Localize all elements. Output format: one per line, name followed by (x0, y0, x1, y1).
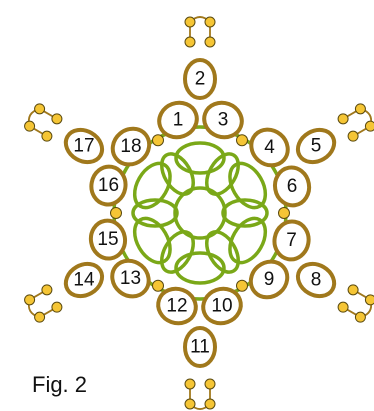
picot-bead (364, 120, 374, 132)
outer-ring-1: 1 (157, 100, 199, 140)
picot-bead (34, 103, 46, 115)
picot-bead (184, 378, 196, 390)
picot-bead (41, 130, 53, 142)
picot-bead (41, 284, 53, 296)
outer-ring-label: 15 (97, 229, 118, 250)
picot-chain (24, 284, 63, 323)
outer-ring-label: 10 (211, 296, 232, 317)
outer-ring-label: 8 (311, 270, 322, 291)
inner-loop-ring (174, 251, 226, 285)
inner-loop-ring (174, 141, 226, 175)
outer-ring-11: 11 (183, 326, 217, 368)
outer-ring-label: 14 (73, 270, 95, 291)
outer-ring-18: 18 (110, 126, 152, 167)
picot-bead (24, 120, 36, 132)
outer-ring-7: 7 (272, 219, 311, 262)
inner-petal-ring (205, 152, 240, 196)
center-ring (173, 186, 227, 240)
outer-ring-3: 3 (202, 100, 244, 140)
inner-petal-ring (160, 230, 195, 274)
outer-ring-label: 18 (120, 136, 141, 157)
picot-bead (354, 103, 366, 115)
picot-bead (24, 294, 36, 306)
outer-ring-label: 17 (73, 136, 94, 157)
inner-loop-ring (132, 161, 172, 210)
outer-ring-14: 14 (63, 261, 105, 299)
outer-ring-label: 12 (166, 296, 187, 317)
junction-bead (236, 134, 248, 147)
picot-chain (184, 16, 216, 48)
outer-ring-15: 15 (88, 218, 128, 261)
picot-bead (204, 378, 216, 390)
outer-ring-6: 6 (272, 165, 312, 208)
outer-ring-label: 5 (311, 136, 322, 157)
outer-ring-12: 12 (156, 286, 198, 326)
junction-bead (110, 207, 122, 219)
outer-ring-13: 13 (110, 258, 151, 299)
outer-ring-5: 5 (295, 127, 337, 165)
picot-chain (337, 103, 374, 142)
picot-bead (204, 398, 216, 410)
picot-bead (354, 311, 366, 323)
outer-ring-17: 17 (63, 127, 105, 165)
inner-rings (112, 125, 288, 301)
outer-ring-2: 2 (183, 58, 217, 100)
outer-ring-label: 11 (190, 337, 210, 358)
inner-petal-ring (131, 198, 179, 228)
outer-ring-8: 8 (295, 261, 337, 299)
inner-loop-ring (132, 216, 172, 265)
picot-bead (347, 284, 359, 296)
inner-petal-ring (205, 230, 240, 274)
picot-bead (204, 36, 216, 48)
outer-ring-label: 13 (120, 268, 141, 289)
picot-bead (364, 294, 374, 306)
junction-bead (152, 279, 164, 292)
outer-ring-10: 10 (201, 286, 243, 326)
junction-beads (110, 134, 290, 292)
outer-ring-label: 9 (264, 269, 275, 290)
junction-bead (236, 279, 248, 292)
outer-ring-label: 1 (173, 110, 184, 131)
picot-bead (337, 113, 349, 125)
outer-ring-4: 4 (249, 127, 290, 168)
picot-bead (337, 301, 349, 313)
outer-ring-label: 3 (218, 110, 229, 131)
picot-bead (347, 130, 359, 142)
outer-ring-label: 16 (98, 175, 119, 196)
inner-petal-ring (160, 152, 195, 196)
picot-chain (184, 378, 216, 410)
junction-bead (152, 134, 164, 147)
picot-bead (34, 311, 46, 323)
picot-bead (51, 301, 63, 313)
outer-ring-label: 4 (264, 137, 275, 158)
inner-loop-ring (228, 216, 268, 265)
picot-bead (184, 16, 196, 28)
outer-ring-label: 7 (286, 230, 297, 251)
outer-ring-label: 6 (287, 176, 298, 197)
picot-chains (24, 16, 374, 410)
inner-petal-ring (221, 198, 269, 228)
picot-bead (51, 113, 63, 125)
picot-bead (204, 16, 216, 28)
outer-ring-9: 9 (248, 259, 290, 300)
picot-chain (24, 103, 63, 142)
figure-caption: Fig. 2 (32, 372, 87, 397)
outer-ring-label: 2 (195, 69, 206, 90)
picot-chain (337, 284, 374, 323)
picot-bead (184, 398, 196, 410)
outer-ring-16: 16 (89, 164, 128, 207)
junction-bead (278, 207, 290, 219)
picot-bead (184, 36, 196, 48)
inner-loop-ring (228, 161, 268, 210)
